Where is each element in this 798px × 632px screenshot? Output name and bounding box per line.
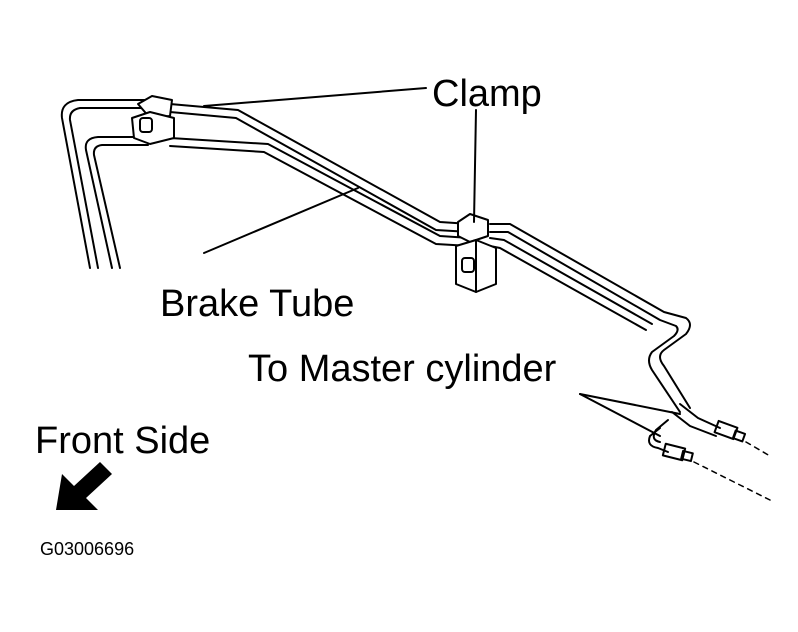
leader-brake-tube	[203, 187, 359, 254]
master-cylinder-label: To Master cylinder	[248, 348, 557, 390]
leader-master-upper	[579, 393, 681, 415]
tube-left-vertical-inner	[84, 136, 149, 269]
tube-lower-run	[169, 137, 471, 247]
tube-right-run	[489, 223, 691, 413]
leader-clamp-middle	[473, 109, 477, 223]
brake-tube-label: Brake Tube	[160, 283, 355, 325]
figure-code: G03006696	[40, 539, 135, 559]
tube-left-vertical-outer	[60, 99, 151, 269]
leader-lines	[203, 87, 681, 437]
tube-upper-run	[169, 103, 471, 233]
leader-clamp-left	[203, 87, 427, 107]
fitting-lower	[648, 419, 694, 463]
clamp-upper-left	[131, 95, 175, 145]
front-side-label: Front Side	[35, 420, 211, 462]
clamp-middle	[455, 213, 497, 293]
dashed-extensions	[693, 441, 771, 501]
arrow-down-left-icon	[56, 462, 112, 510]
fitting-upper	[671, 403, 747, 443]
leader-master-lower	[579, 393, 661, 437]
clamp-label: Clamp	[432, 73, 542, 115]
